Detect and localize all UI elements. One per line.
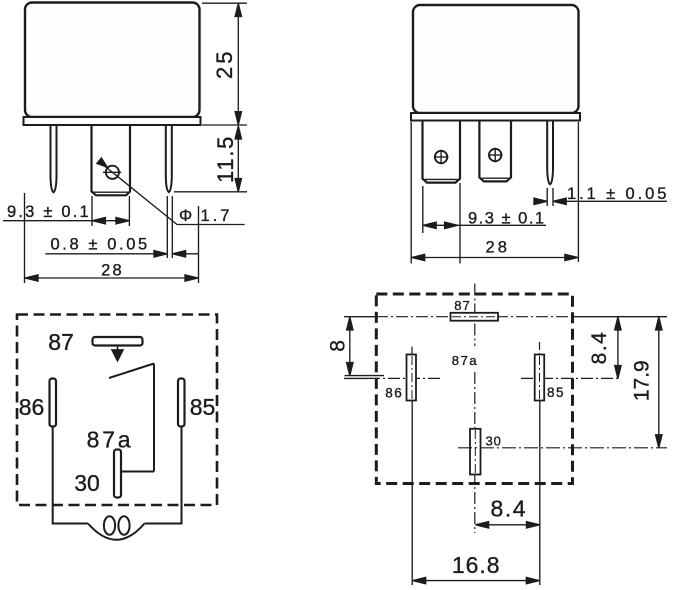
svg-text:86: 86 <box>385 386 403 401</box>
svg-text:0.8 ± 0.05: 0.8 ± 0.05 <box>51 236 150 254</box>
svg-text:28: 28 <box>486 239 510 257</box>
svg-text:8: 8 <box>327 340 350 352</box>
svg-text:Φ: Φ <box>179 207 192 225</box>
svg-text:9.3 ± 0.1: 9.3 ± 0.1 <box>468 210 546 228</box>
svg-text:87a: 87a <box>452 353 479 368</box>
svg-text:1.1 ± 0.05: 1.1 ± 0.05 <box>567 185 669 203</box>
svg-text:1.7: 1.7 <box>201 207 233 225</box>
svg-text:85: 85 <box>547 385 565 400</box>
svg-text:85: 85 <box>190 394 216 420</box>
svg-text:86: 86 <box>19 394 45 420</box>
svg-text:11.5: 11.5 <box>213 135 238 183</box>
svg-text:28: 28 <box>101 262 124 280</box>
svg-text:9.3 ± 0.1: 9.3 ± 0.1 <box>7 203 91 221</box>
svg-text:25: 25 <box>212 49 237 79</box>
svg-text:30: 30 <box>74 470 100 496</box>
svg-text:87a: 87a <box>87 427 134 453</box>
svg-text:8.4: 8.4 <box>588 331 611 365</box>
svg-text:87: 87 <box>454 298 470 313</box>
svg-text:8.4: 8.4 <box>491 496 527 522</box>
svg-text:16.8: 16.8 <box>452 552 501 578</box>
svg-text:87: 87 <box>48 329 74 355</box>
svg-text:17.9: 17.9 <box>630 360 653 401</box>
svg-text:30: 30 <box>485 434 501 449</box>
